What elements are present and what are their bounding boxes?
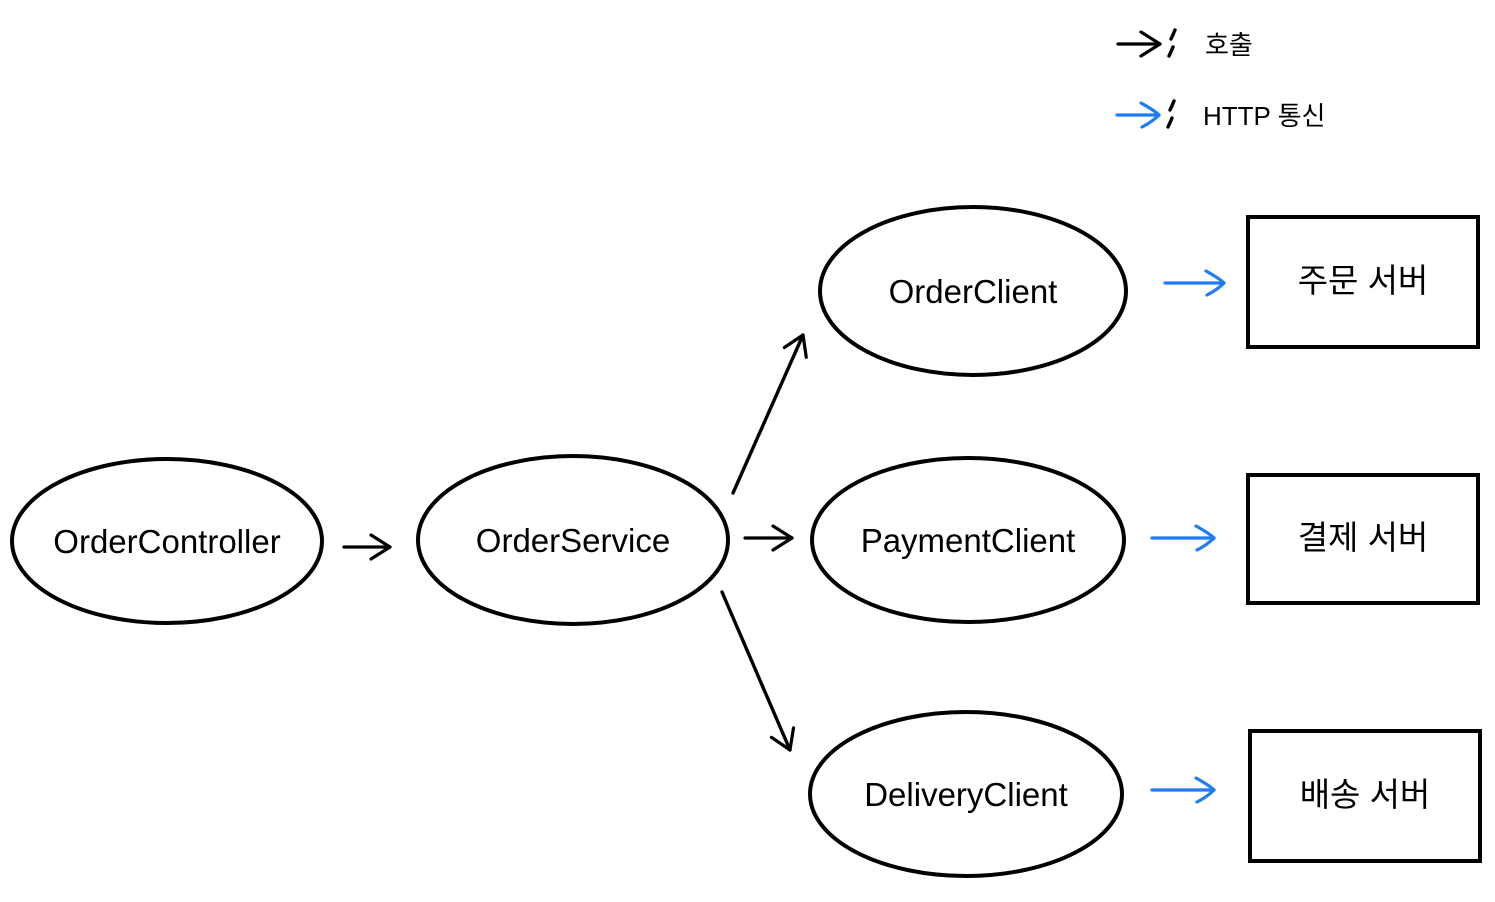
legend-colon-mark xyxy=(1166,116,1174,129)
node-orderservice: OrderService xyxy=(416,454,730,626)
paymentclient-label: PaymentClient xyxy=(861,522,1076,559)
orderservice-label: OrderService xyxy=(476,522,670,559)
box-paymentserver: 결제 서버 xyxy=(1246,473,1480,605)
legend-colon-mark xyxy=(1167,45,1175,58)
edge-orderservice-deliveryclient xyxy=(720,590,796,752)
deliveryclient-label: DeliveryClient xyxy=(864,776,1068,813)
orderclient-shape xyxy=(818,205,1128,377)
paymentclient-shape xyxy=(810,456,1126,624)
edges xyxy=(342,269,1226,804)
deliveryserver-label: 배송 서버 xyxy=(1300,776,1431,813)
node-orderclient: OrderClient xyxy=(818,205,1128,377)
box-deliveryserver: 배송 서버 xyxy=(1248,729,1482,863)
legend-item-call: 호출 xyxy=(1116,28,1253,60)
orderclient-label: OrderClient xyxy=(889,273,1058,310)
box-orderserver: 주문 서버 xyxy=(1246,215,1480,349)
legend-http-label: HTTP 통신 xyxy=(1203,101,1325,131)
edge-orderservice-orderclient xyxy=(731,333,808,495)
legend-colon-mark xyxy=(1169,28,1177,41)
orderservice-shape xyxy=(416,454,730,626)
legend-call-label: 호출 xyxy=(1205,30,1253,60)
legend-colon-mark xyxy=(1168,99,1176,112)
node-deliveryclient: DeliveryClient xyxy=(808,710,1124,878)
legend-item-http: HTTP 통신 xyxy=(1115,99,1325,131)
ordercontroller-label: OrderController xyxy=(53,523,280,560)
deliveryclient-shape xyxy=(808,710,1124,878)
node-paymentclient: PaymentClient xyxy=(810,456,1126,624)
paymentserver-shape xyxy=(1246,473,1480,605)
ordercontroller-shape xyxy=(10,457,324,625)
orderserver-label: 주문 서버 xyxy=(1298,262,1429,299)
legend: 호출 HTTP 통신 xyxy=(1115,28,1325,131)
deliveryserver-shape xyxy=(1248,729,1482,863)
paymentserver-label: 결제 서버 xyxy=(1298,519,1429,556)
node-ordercontroller: OrderController xyxy=(10,457,324,625)
orderserver-shape xyxy=(1246,215,1480,349)
